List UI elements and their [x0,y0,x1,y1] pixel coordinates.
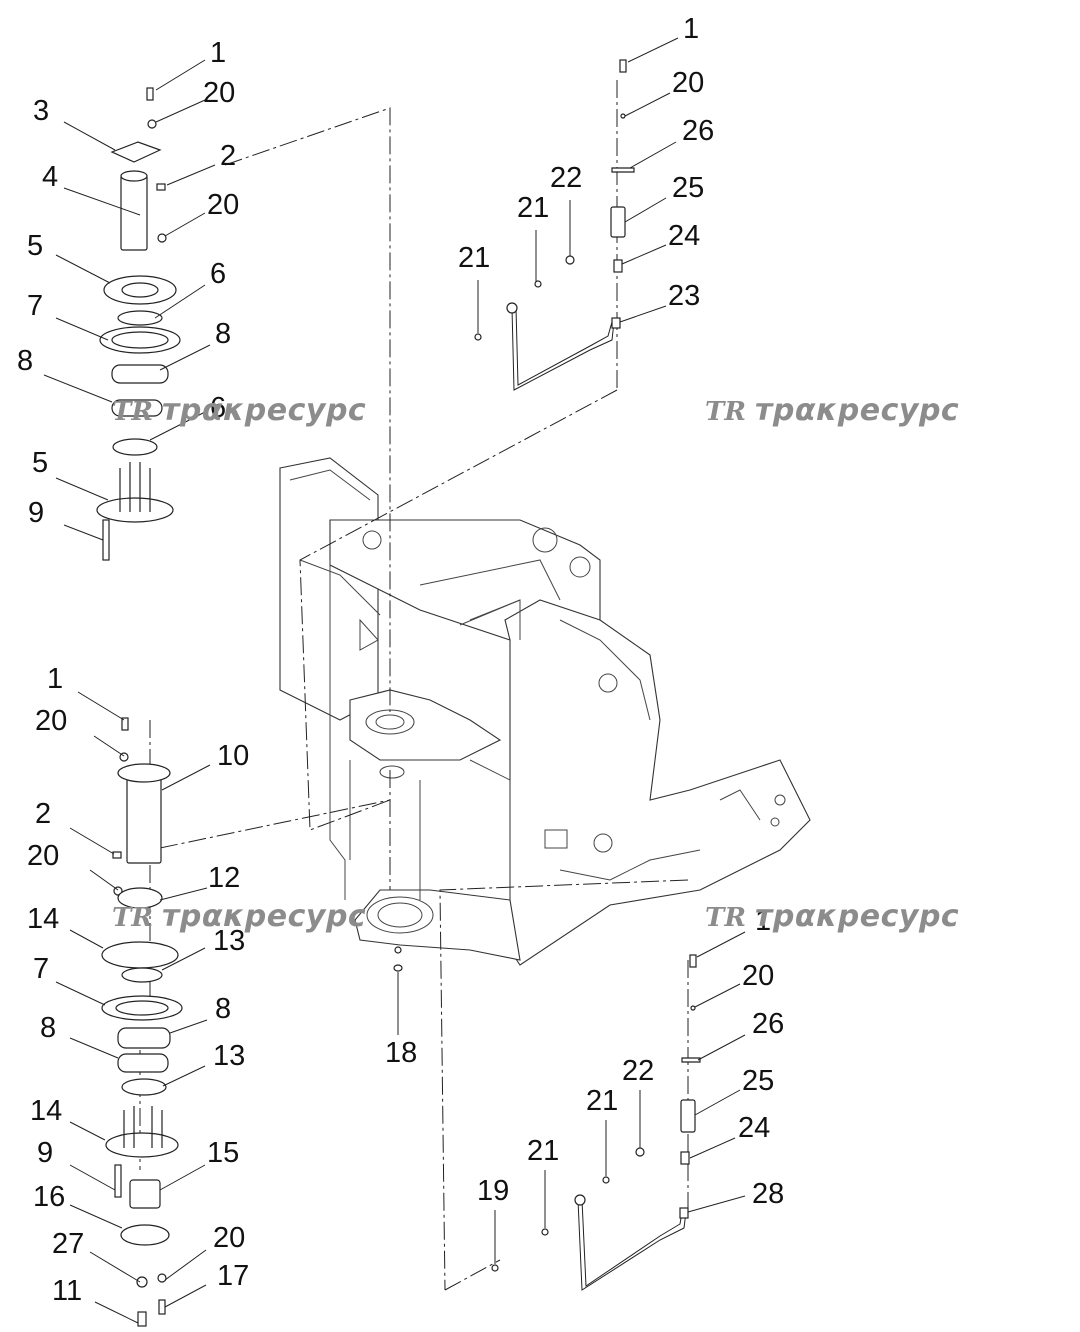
callout-numbers: 1 20 3 2 4 20 5 6 7 8 8 6 5 9 1 20 26 22… [17,13,784,1307]
callout-25: 25 [742,1065,774,1097]
svg-text:TR: TR [112,397,153,427]
callout-2: 2 [35,798,51,830]
callout-12: 12 [208,862,240,894]
callout-6: 6 [210,392,226,424]
callout-7: 7 [33,953,49,985]
bottom-right-assembly [491,954,701,1291]
callout-15: 15 [207,1137,239,1169]
callout-20: 20 [742,960,774,992]
callout-9: 9 [37,1137,53,1169]
callout-14: 14 [27,903,59,935]
svg-text:TR: TR [705,903,746,933]
callout-14: 14 [30,1095,62,1127]
callout-25: 25 [672,172,704,204]
callout-20: 20 [213,1222,245,1254]
callout-20: 20 [203,77,235,109]
callout-1: 1 [755,905,771,937]
callout-21: 21 [527,1135,559,1167]
main-frame [279,457,811,966]
callout-21: 21 [586,1085,618,1117]
callout-5: 5 [27,230,43,262]
callout-22: 22 [622,1055,654,1087]
callout-8: 8 [17,345,33,377]
svg-text:трακресурс: трακресурс [755,899,959,934]
watermark-bottom-right: TR трακресурс [705,899,959,934]
watermark-bottom-left: TR трακресурс [112,899,366,934]
callout-19: 19 [477,1175,509,1207]
watermark-top-right: TR трακресурс [705,393,959,428]
callout-13: 13 [213,925,245,957]
callout-20: 20 [27,840,59,872]
callout-21: 21 [458,242,490,274]
callout-18: 18 [385,1037,417,1069]
callout-7: 7 [27,290,43,322]
svg-text:трακресурс: трακресурс [755,393,959,428]
leader-lines [43,37,746,1324]
callout-1: 1 [683,13,699,45]
callout-6: 6 [210,258,226,290]
callout-1: 1 [47,663,63,695]
callout-2: 2 [220,140,236,172]
callout-8: 8 [215,993,231,1025]
svg-text:трακресурс: трακресурс [162,899,366,934]
callout-8: 8 [40,1012,56,1044]
callout-24: 24 [668,220,700,252]
callout-4: 4 [42,161,58,193]
svg-text:трακресурс: трακресурс [162,393,366,428]
callout-20: 20 [672,67,704,99]
callout-28: 28 [752,1178,784,1210]
callout-11: 11 [52,1275,82,1307]
svg-text:TR: TR [112,903,153,933]
callout-21: 21 [517,192,549,224]
part-18 [393,946,403,972]
callout-26: 26 [682,115,714,147]
callout-22: 22 [550,162,582,194]
callout-24: 24 [738,1112,770,1144]
watermark-top-left: TR трακресурс [112,393,366,428]
top-left-assembly [96,87,181,561]
callout-20: 20 [207,189,239,221]
callout-3: 3 [33,95,49,127]
callout-10: 10 [217,740,249,772]
callout-23: 23 [668,280,700,312]
callout-1: 1 [210,37,226,69]
callout-9: 9 [28,497,44,529]
callout-17: 17 [217,1260,249,1292]
bottom-left-assembly [101,717,183,1327]
callout-27: 27 [52,1228,84,1260]
callout-8: 8 [215,318,231,350]
svg-text:TR: TR [705,397,746,427]
callout-5: 5 [32,447,48,479]
callout-26: 26 [752,1008,784,1040]
callout-13: 13 [213,1040,245,1072]
callout-20: 20 [35,705,67,737]
top-right-assembly [474,59,635,391]
callout-16: 16 [33,1181,65,1213]
